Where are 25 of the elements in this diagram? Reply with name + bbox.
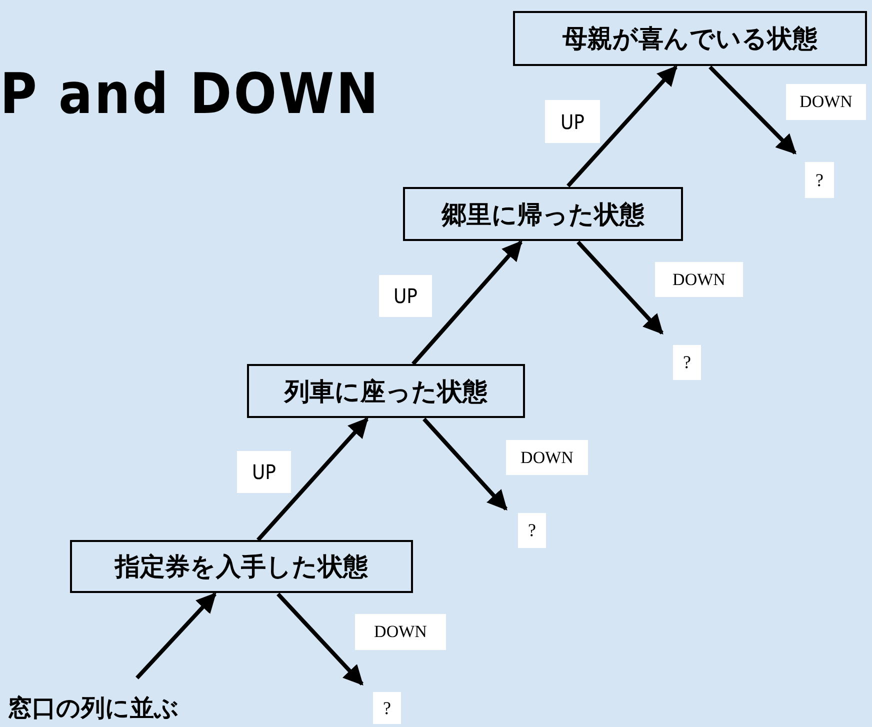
state-box: 列車に座った状態 — [247, 364, 525, 418]
state-box: 指定券を入手した状態 — [70, 540, 413, 593]
edge-label: UP — [237, 451, 291, 493]
arrow — [422, 418, 508, 510]
arrow — [276, 592, 364, 686]
state-box: 郷里に帰った状態 — [403, 187, 683, 241]
question-mark: ? — [805, 162, 834, 198]
edge-label: DOWN — [786, 84, 866, 120]
edge-label: DOWN — [506, 440, 588, 475]
edge-label: DOWN — [655, 262, 743, 297]
start-text: 窓口の列に並ぶ — [8, 692, 208, 726]
question-mark: ? — [673, 345, 701, 380]
state-box: 母親が喜んでいる状態 — [513, 11, 867, 66]
arrow — [566, 66, 678, 188]
arrow — [708, 66, 796, 154]
arrow — [576, 240, 664, 334]
edge-label: UP — [545, 100, 600, 143]
edge-label: UP — [379, 275, 432, 317]
arrow — [256, 418, 368, 542]
question-mark: ? — [518, 513, 546, 548]
edge-label: DOWN — [355, 614, 446, 650]
arrow — [412, 240, 522, 366]
title: P and DOWN — [0, 62, 380, 127]
question-mark: ? — [373, 692, 401, 724]
arrow — [136, 592, 216, 680]
